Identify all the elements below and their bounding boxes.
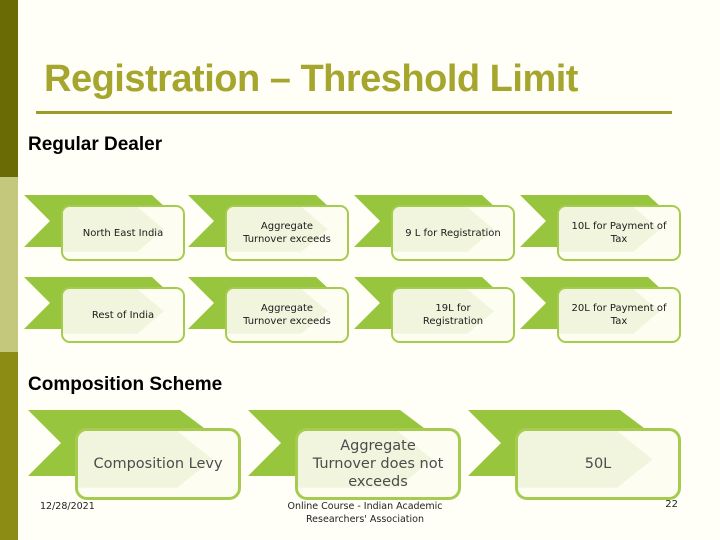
step-box: 20L for Payment of Tax — [557, 287, 681, 343]
step-label: North East India — [82, 227, 164, 239]
step-label: 10L for Payment of Tax — [571, 221, 667, 245]
step-50l: 50L — [468, 410, 688, 502]
sidebar-segment-middle — [0, 177, 18, 352]
step-label: 9 L for Registration — [405, 227, 501, 239]
step-box: 19L for Registration — [391, 287, 515, 343]
step-box: 50L — [515, 428, 681, 500]
footer-page-number: 22 — [665, 499, 678, 510]
step-north-east-india: North East India — [24, 195, 190, 263]
section-heading-composition-scheme: Composition Scheme — [28, 374, 223, 395]
step-label: Rest of India — [91, 309, 155, 321]
step-box: Aggregate Turnover exceeds — [225, 205, 349, 261]
step-20l-payment-tax: 20L for Payment of Tax — [520, 277, 686, 345]
footer-date: 12/28/2021 — [40, 501, 95, 512]
step-box: 9 L for Registration — [391, 205, 515, 261]
step-box: Composition Levy — [75, 428, 241, 500]
step-box: Rest of India — [61, 287, 185, 343]
step-19l-registration: 19L for Registration — [354, 277, 520, 345]
sidebar-accent-bar — [0, 0, 18, 540]
step-box: North East India — [61, 205, 185, 261]
step-aggregate-turnover-exceeds-2: Aggregate Turnover exceeds — [188, 277, 354, 345]
step-10l-payment-tax: 10L for Payment of Tax — [520, 195, 686, 263]
step-label: Aggregate Turnover does not exceeds — [312, 437, 444, 491]
step-label: 20L for Payment of Tax — [571, 303, 667, 327]
sidebar-segment-bottom — [0, 352, 18, 540]
step-label: Aggregate Turnover exceeds — [243, 303, 331, 327]
step-box: Aggregate Turnover does not exceeds — [295, 428, 461, 500]
section-heading-regular-dealer: Regular Dealer — [28, 134, 163, 155]
step-box: Aggregate Turnover exceeds — [225, 287, 349, 343]
slide-title: Registration – Threshold Limit — [44, 58, 578, 100]
step-9l-registration: 9 L for Registration — [354, 195, 520, 263]
step-label: Aggregate Turnover exceeds — [243, 221, 331, 245]
step-composition-levy: Composition Levy — [28, 410, 248, 502]
footer-organization: Online Course - Indian Academic Research… — [287, 501, 443, 525]
step-label: 50L — [584, 455, 612, 472]
sidebar-segment-top — [0, 0, 18, 177]
title-underline — [36, 111, 672, 114]
step-aggregate-turnover-exceeds-1: Aggregate Turnover exceeds — [188, 195, 354, 263]
step-label: 19L for Registration — [422, 303, 484, 327]
step-aggregate-turnover-not-exceeds: Aggregate Turnover does not exceeds — [248, 410, 468, 502]
step-label: Composition Levy — [93, 455, 223, 472]
step-box: 10L for Payment of Tax — [557, 205, 681, 261]
step-rest-of-india: Rest of India — [24, 277, 190, 345]
